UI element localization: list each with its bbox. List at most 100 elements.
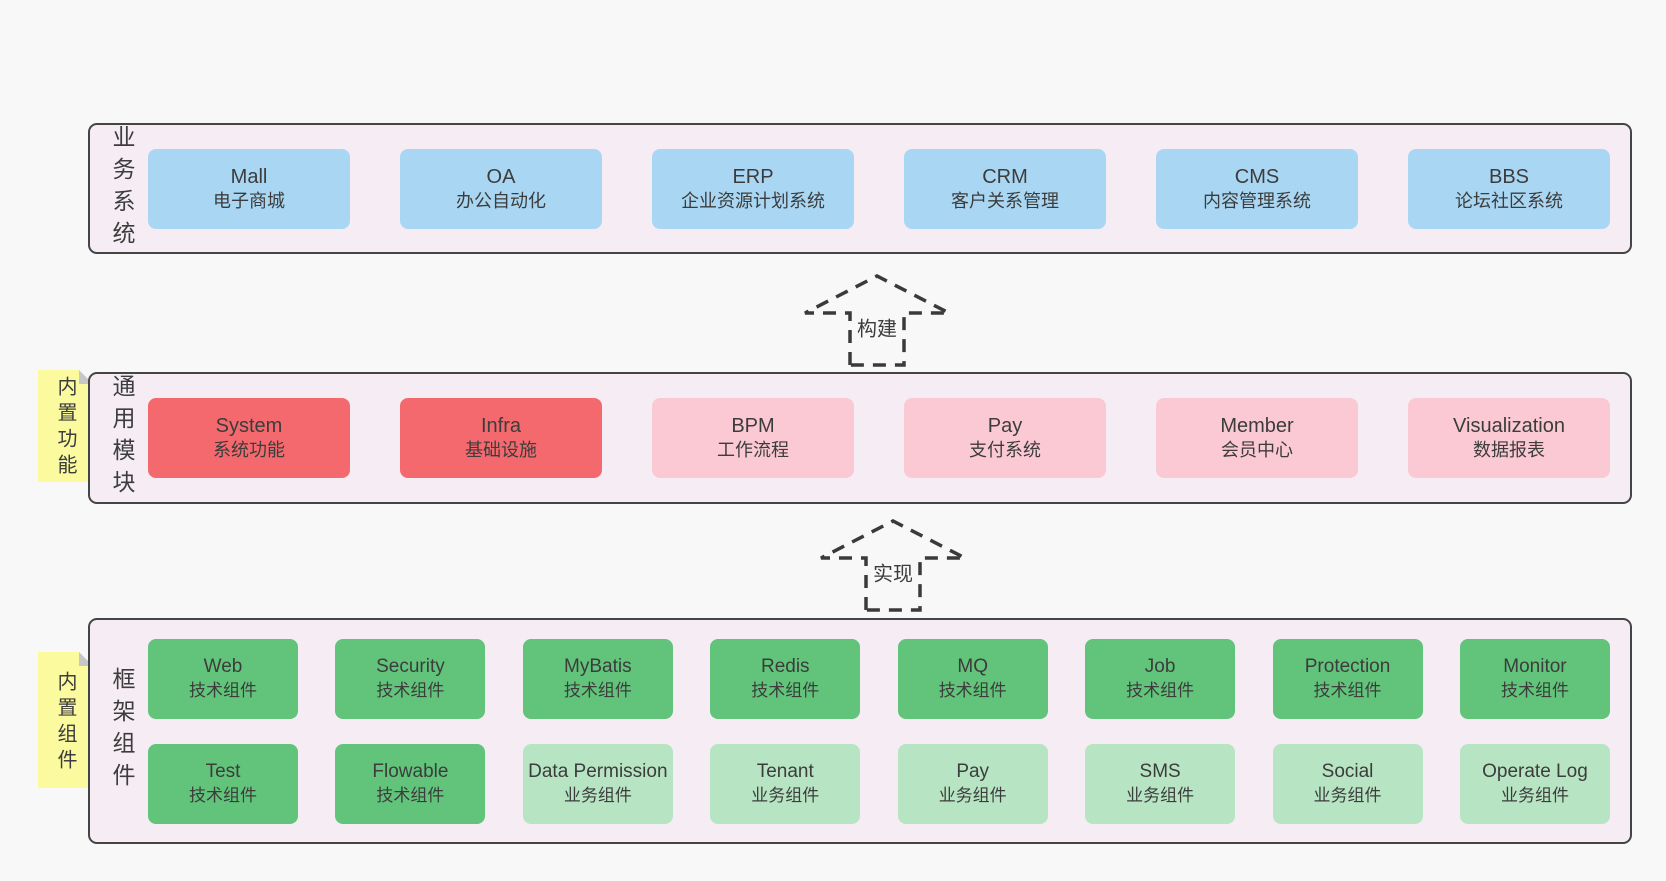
box-title: Job bbox=[1144, 656, 1176, 678]
box-title: BPM bbox=[731, 415, 775, 438]
box-title: Mall bbox=[230, 165, 268, 188]
box-subtitle: 基础设施 bbox=[465, 440, 537, 461]
box-title: SMS bbox=[1139, 761, 1181, 783]
box-subtitle: 技术组件 bbox=[376, 785, 445, 805]
box-subtitle: 技术组件 bbox=[751, 680, 820, 700]
arrow-label-implement: 实现 bbox=[868, 555, 918, 589]
box-subtitle: 业务组件 bbox=[1126, 785, 1195, 805]
sticky-note-label: 内置功能 bbox=[54, 376, 76, 481]
box-subtitle: 技术组件 bbox=[189, 785, 257, 805]
box-subtitle: 业务组件 bbox=[938, 785, 1007, 805]
box-title: MyBatis bbox=[564, 656, 632, 678]
sticky-note-builtin-features: 内置功能 bbox=[38, 370, 93, 482]
box-subtitle: 电子商城 bbox=[213, 190, 285, 211]
layer-side-label: 框架组件 bbox=[109, 667, 135, 795]
box-title: Member bbox=[1220, 415, 1294, 438]
box-subtitle: 技术组件 bbox=[1500, 680, 1569, 700]
box-title: Redis bbox=[760, 656, 810, 678]
box-title: MQ bbox=[957, 656, 988, 678]
box-title: ERP bbox=[732, 165, 774, 188]
box-subtitle: 技术组件 bbox=[938, 680, 1007, 700]
box-title: Pay bbox=[987, 415, 1023, 438]
box-title: Security bbox=[376, 656, 445, 678]
box-subtitle: 技术组件 bbox=[189, 680, 257, 700]
box-title: System bbox=[215, 415, 283, 438]
box-subtitle: 技术组件 bbox=[1313, 680, 1382, 700]
box-title: Data Permission bbox=[528, 761, 668, 783]
box-title: Pay bbox=[956, 761, 990, 783]
box-title: CMS bbox=[1234, 165, 1280, 188]
box-subtitle: 会员中心 bbox=[1221, 440, 1293, 461]
box-subtitle: 系统功能 bbox=[213, 440, 285, 461]
box-title: Protection bbox=[1304, 656, 1391, 678]
box-subtitle: 工作流程 bbox=[717, 440, 789, 461]
box-subtitle: 业务组件 bbox=[563, 785, 632, 805]
box-subtitle: 技术组件 bbox=[563, 680, 632, 700]
box-subtitle: 业务组件 bbox=[1500, 785, 1569, 805]
box-title: Tenant bbox=[756, 761, 814, 783]
sticky-note-builtin-components: 内置组件 bbox=[38, 652, 93, 788]
box-title: Operate Log bbox=[1482, 761, 1588, 783]
box-title: BBS bbox=[1488, 165, 1530, 188]
box-title: Web bbox=[203, 656, 243, 678]
box-subtitle: 技术组件 bbox=[1126, 680, 1195, 700]
box-subtitle: 论坛社区系统 bbox=[1455, 190, 1563, 211]
box-subtitle: 技术组件 bbox=[376, 680, 445, 700]
box-subtitle: 数据报表 bbox=[1473, 440, 1545, 461]
sticky-note-label: 内置组件 bbox=[54, 670, 76, 775]
box-subtitle: 客户关系管理 bbox=[951, 190, 1059, 211]
box-title: Flowable bbox=[372, 761, 449, 783]
box-title: CRM bbox=[982, 165, 1028, 188]
box-title: Monitor bbox=[1503, 656, 1567, 678]
box-title: Test bbox=[205, 761, 241, 783]
arrow-label-build: 构建 bbox=[852, 310, 902, 344]
box-title: Social bbox=[1321, 761, 1374, 783]
box-title: OA bbox=[486, 165, 516, 188]
box-title: Visualization bbox=[1453, 415, 1565, 438]
box-subtitle: 支付系统 bbox=[969, 440, 1041, 461]
layer-side-label: 通用模块 bbox=[109, 374, 135, 502]
box-subtitle: 办公自动化 bbox=[456, 190, 546, 211]
box-subtitle: 内容管理系统 bbox=[1203, 190, 1311, 211]
box-title: Infra bbox=[480, 415, 522, 438]
box-subtitle: 企业资源计划系统 bbox=[681, 190, 825, 211]
box-subtitle: 业务组件 bbox=[751, 785, 820, 805]
box-subtitle: 业务组件 bbox=[1313, 785, 1382, 805]
layer-side-label: 业务系统 bbox=[109, 124, 135, 253]
